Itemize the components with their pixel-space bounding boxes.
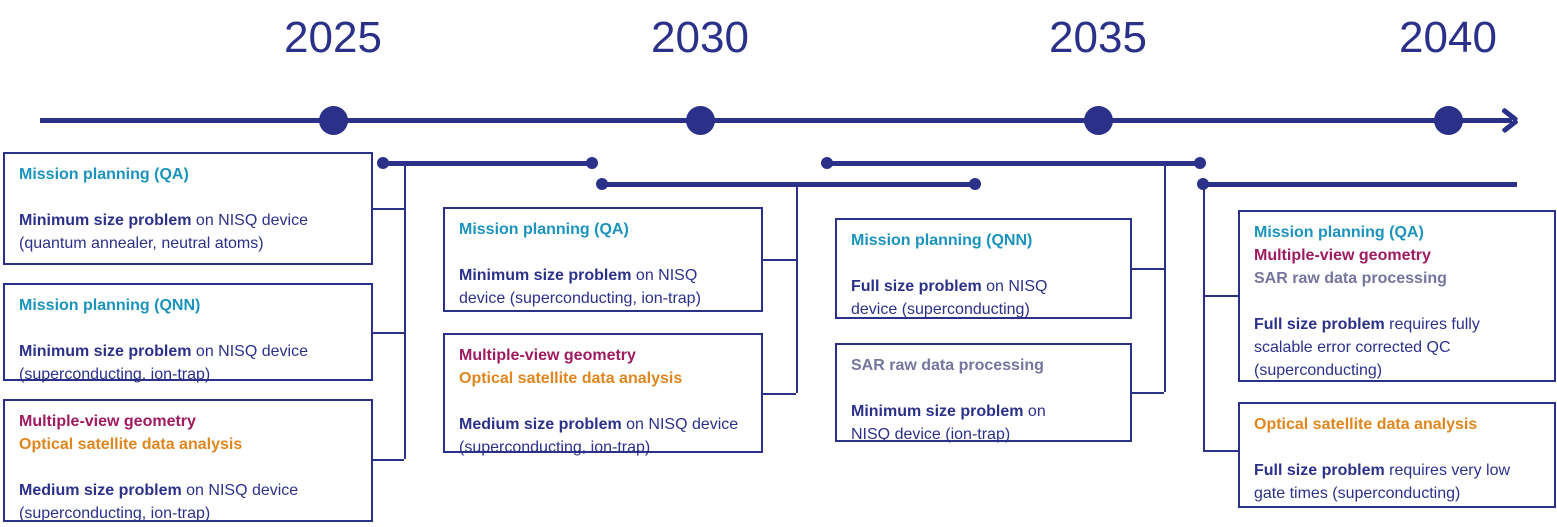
span-endpoint-dot (1194, 157, 1206, 169)
span-endpoint-dot (586, 157, 598, 169)
year-label-2025: 2025 (284, 13, 382, 62)
connector-line (763, 393, 796, 395)
milestone-box: Mission planning (QA) Multiple-view geom… (1238, 210, 1556, 382)
milestone-box: Mission planning (QA) Minimum size probl… (443, 207, 763, 312)
connector-line (1203, 184, 1205, 450)
span-endpoint-dot (377, 157, 389, 169)
year-label-2035: 2035 (1049, 13, 1147, 62)
connector-line (763, 259, 796, 261)
box-body: Minimum size problem on NISQ device (ion… (851, 400, 1087, 446)
milestone-box: Mission planning (QA) Minimum size probl… (3, 152, 373, 265)
box-headings: Mission planning (QA) (459, 218, 747, 241)
box-headings: Multiple-view geometry Optical satellite… (19, 410, 357, 456)
box-heading: Optical satellite data analysis (1254, 416, 1478, 433)
connector-line (1203, 295, 1238, 297)
box-body: Full size problem requires very low gate… (1254, 459, 1540, 505)
box-heading: Optical satellite data analysis (19, 436, 243, 453)
milestone-box: SAR raw data processing Minimum size pro… (835, 343, 1132, 443)
box-body-rest: on NISQ device (quantum annealer, neutra… (19, 212, 308, 252)
box-body-rest: on NISQ device (superconducting, ion-tra… (459, 416, 739, 456)
box-body-rest: requires very low gate times (supercondu… (1254, 462, 1511, 502)
connector-line (373, 459, 404, 461)
box-body-rest: on NISQ device (superconducting, ion-tra… (19, 482, 299, 522)
box-body-lead: Medium size problem (459, 416, 622, 433)
span-endpoint-dot (596, 178, 608, 190)
box-heading: Mission planning (QA) (1254, 224, 1424, 241)
milestone-box: Multiple-view geometry Optical satellite… (3, 399, 373, 522)
milestone-box: Multiple-view geometry Optical satellite… (443, 333, 763, 456)
box-body-lead: Full size problem (1254, 316, 1385, 333)
box-heading: Multiple-view geometry (1254, 247, 1431, 264)
box-heading: Mission planning (QNN) (19, 297, 201, 314)
box-body-rest: requires fully scalable error corrected … (1254, 316, 1480, 379)
connector-line (1132, 392, 1164, 394)
box-heading: Optical satellite data analysis (459, 370, 683, 387)
box-heading: SAR raw data processing (1254, 270, 1447, 287)
box-headings: Multiple-view geometry Optical satellite… (459, 344, 747, 390)
milestone-box: Optical satellite data analysis Full siz… (1238, 402, 1556, 508)
box-body-lead: Minimum size problem (19, 212, 192, 229)
span-line-period-1 (383, 160, 592, 166)
box-body-rest: on NISQ device (ion-trap) (851, 403, 1046, 443)
span-endpoint-dot (969, 178, 981, 190)
year-label-2040: 2040 (1399, 13, 1497, 62)
box-body-lead: Minimum size problem (851, 403, 1024, 420)
box-body-lead: Full size problem (1254, 462, 1385, 479)
connector-line (796, 184, 798, 393)
box-headings: Mission planning (QNN) (851, 229, 1116, 252)
connector-line (373, 332, 404, 334)
connector-line (404, 163, 406, 459)
box-body: Full size problem on NISQ device (superc… (851, 275, 1091, 321)
timeline-dot-2030 (685, 105, 715, 135)
box-heading: Multiple-view geometry (19, 413, 196, 430)
timeline-dot-2040 (1433, 105, 1463, 135)
connector-line (1203, 450, 1238, 452)
year-label-2030: 2030 (651, 13, 749, 62)
box-body: Minimum size problem on NISQ device (qua… (19, 209, 357, 255)
box-body-rest: on NISQ device (superconducting, ion-tra… (19, 343, 308, 383)
span-line-period-2 (602, 181, 975, 187)
box-body: Medium size problem on NISQ device (supe… (19, 479, 357, 525)
timeline-dot-2025 (318, 105, 348, 135)
box-heading: Multiple-view geometry (459, 347, 636, 364)
box-body: Full size problem requires fully scalabl… (1254, 313, 1540, 382)
box-body-lead: Minimum size problem (19, 343, 192, 360)
span-endpoint-dot (821, 157, 833, 169)
box-body-lead: Medium size problem (19, 482, 182, 499)
box-heading: Mission planning (QA) (459, 221, 629, 238)
box-body: Medium size problem on NISQ device (supe… (459, 413, 747, 459)
box-headings: Mission planning (QA) (19, 163, 357, 186)
connector-line (1132, 268, 1164, 270)
box-body-rest: on NISQ device (superconducting) (851, 278, 1048, 318)
box-headings: Optical satellite data analysis (1254, 413, 1540, 436)
box-heading: Mission planning (QA) (19, 166, 189, 183)
box-headings: SAR raw data processing (851, 354, 1116, 377)
box-body-rest: on NISQ device (superconducting, ion-tra… (459, 267, 701, 307)
box-heading: SAR raw data processing (851, 357, 1044, 374)
box-body: Minimum size problem on NISQ device (sup… (19, 340, 357, 386)
connector-line (1164, 163, 1166, 392)
box-body-lead: Minimum size problem (459, 267, 632, 284)
connector-line (373, 208, 404, 210)
box-body: Minimum size problem on NISQ device (sup… (459, 264, 747, 310)
box-headings: Mission planning (QNN) (19, 294, 357, 317)
box-heading: Mission planning (QNN) (851, 232, 1033, 249)
milestone-box: Mission planning (QNN) Full size problem… (835, 218, 1132, 319)
milestone-box: Mission planning (QNN) Minimum size prob… (3, 283, 373, 383)
box-body-lead: Full size problem (851, 278, 982, 295)
span-line-period-3 (827, 160, 1200, 166)
span-line-period-4 (1203, 181, 1517, 187)
timeline-dot-2035 (1083, 105, 1113, 135)
box-headings: Mission planning (QA) Multiple-view geom… (1254, 221, 1540, 290)
timeline-axis (40, 117, 1512, 123)
